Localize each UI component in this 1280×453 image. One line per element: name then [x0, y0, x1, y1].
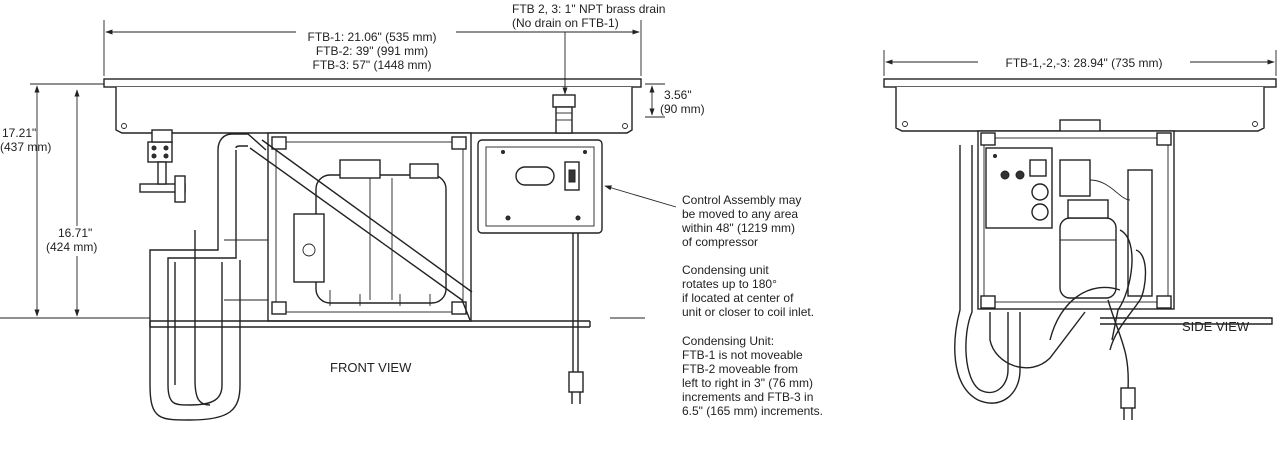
- move-note-line-4: left to right in 3" (76 mm): [682, 376, 813, 390]
- control-assembly: [477, 139, 603, 404]
- rotate-note-line-2: rotates up to 180°: [682, 277, 777, 291]
- side-width-dim: FTB-1,-2,-3: 28.94" (735 mm): [1006, 56, 1163, 70]
- side-view-title: SIDE VIEW: [1182, 319, 1250, 334]
- front-width-dim-3: FTB-3: 57" (1448 mm): [313, 58, 432, 72]
- overall-height-inch: 17.21": [2, 126, 36, 140]
- side-power-cord: [1107, 299, 1136, 420]
- depth-dim-inch: 3.56": [664, 88, 692, 102]
- rotate-note-line-3: if located at center of: [682, 291, 794, 305]
- control-note-line-3: within 48" (1219 mm): [681, 221, 795, 235]
- side-compressor: [1059, 159, 1153, 299]
- side-view: FTB-1,-2,-3: 28.94" (735 mm): [883, 50, 1277, 420]
- front-view: FTB-1: 21.06" (535 mm) FTB-2: 39" (991 m…: [0, 2, 823, 421]
- side-control-box: [985, 147, 1053, 229]
- unit-height-mm: (424 mm): [46, 240, 97, 254]
- move-note-line-1: Condensing Unit:: [682, 334, 774, 348]
- control-note-line-1: Control Assembly may: [682, 193, 801, 207]
- move-note-line-5: increments and FTB-3 in: [682, 390, 813, 404]
- depth-dim-mm: (90 mm): [660, 102, 705, 116]
- front-width-dim-1: FTB-1: 21.06" (535 mm): [308, 30, 437, 44]
- rotate-note-line-1: Condensing unit: [682, 263, 769, 277]
- bottom-rail: [149, 320, 591, 328]
- side-bottom-rail: [1100, 317, 1273, 325]
- side-top-plate: [883, 78, 1277, 88]
- overall-height-mm: (437 mm): [0, 140, 51, 154]
- move-note-line-6: 6.5" (165 mm) increments.: [682, 404, 823, 418]
- compressor: [293, 159, 447, 306]
- height-dimensions: [30, 83, 104, 317]
- control-note-line-2: be moved to any area: [682, 207, 798, 221]
- move-note-line-2: FTB-1 is not moveable: [682, 348, 803, 362]
- drain-fitting: [552, 94, 576, 134]
- refrigerant-hose-loop: [149, 133, 473, 421]
- side-hose-loop: [954, 145, 1147, 404]
- front-top-plate: [103, 78, 642, 88]
- rotate-note-line-4: unit or closer to coil inlet.: [682, 305, 814, 319]
- drain-note-line-2: (No drain on FTB-1): [512, 16, 619, 30]
- drain-note-line-1: FTB 2, 3: 1" NPT brass drain: [512, 2, 665, 16]
- service-valve: [139, 129, 186, 203]
- front-width-dim-2: FTB-2: 39" (991 mm): [316, 44, 428, 58]
- depth-dimension: [645, 83, 665, 118]
- unit-height-inch: 16.71": [58, 226, 92, 240]
- control-note-line-4: of compressor: [682, 235, 758, 249]
- front-view-title: FRONT VIEW: [330, 360, 412, 375]
- move-note-line-3: FTB-2 moveable from: [682, 362, 798, 376]
- front-pan-body: [115, 87, 633, 134]
